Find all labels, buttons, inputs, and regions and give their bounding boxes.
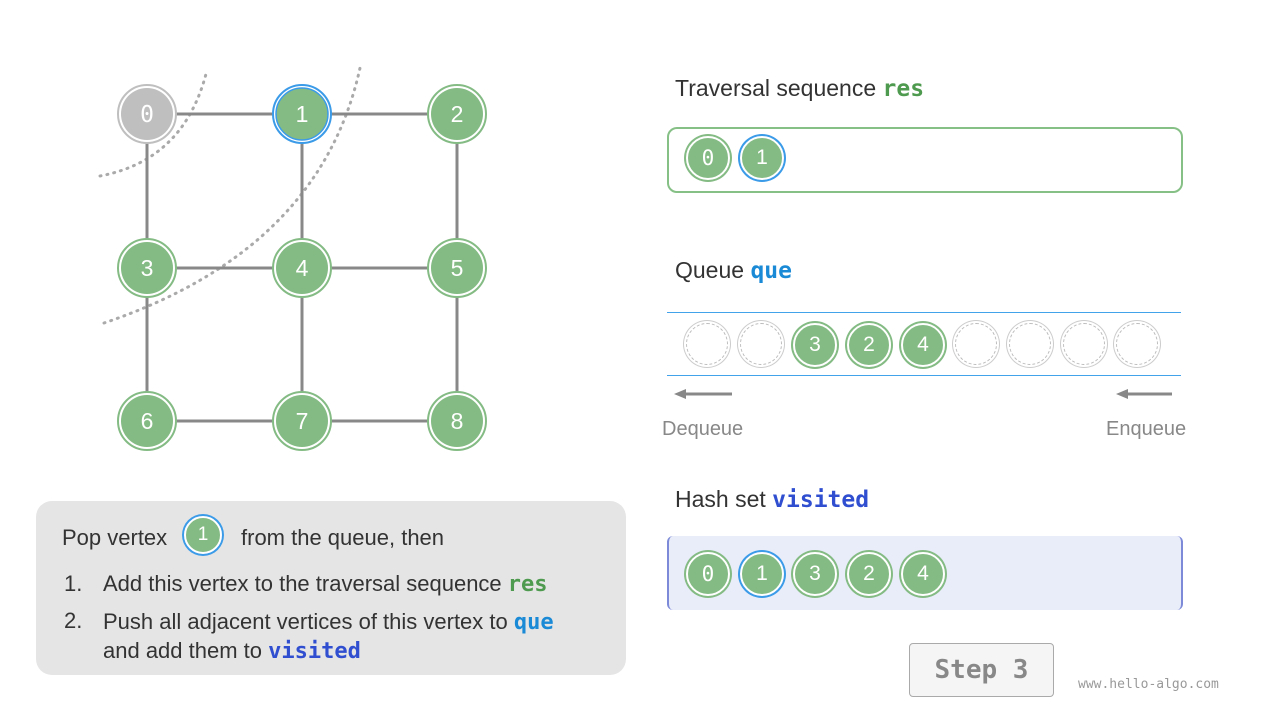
vertex-label: 6 — [141, 408, 154, 434]
visited-item: 1 — [740, 552, 784, 596]
visited-item: 3 — [793, 552, 837, 596]
res-title: Traversal sequence res — [675, 75, 925, 102]
vertex-label: 4 — [296, 255, 309, 281]
visited-item: 4 — [901, 552, 945, 596]
vertex-4: 4 — [272, 238, 332, 298]
graph: 0 1 2 3 4 5 6 7 8 — [98, 66, 487, 451]
caption-item-1: Add this vertex to the traversal sequenc… — [103, 571, 548, 597]
step-num-2: 2. — [64, 608, 83, 633]
vertex-label: 3 — [141, 255, 154, 281]
dequeue-arrow-icon — [674, 389, 732, 399]
caption-box: Pop vertex 1 from the queue, then 1. Add… — [36, 501, 626, 675]
caption-pre: Pop vertex — [62, 525, 168, 550]
queue-top-border — [667, 312, 1181, 313]
queue-title: Queue que — [675, 257, 792, 284]
visited-title: Hash set visited — [675, 486, 870, 513]
caption-item-2: Push all adjacent vertices of this verte… — [103, 609, 554, 664]
queue-arrows — [674, 389, 1172, 399]
enqueue-arrow-icon — [1116, 389, 1172, 399]
enqueue-label: Enqueue — [1106, 418, 1187, 440]
vertex-6: 6 — [117, 391, 177, 451]
queue-empty-slot — [740, 323, 782, 365]
vertex-7: 7 — [272, 391, 332, 451]
caption-vertex: 1 — [184, 516, 222, 554]
caption-post: from the queue, then — [241, 525, 445, 550]
res-item: 1 — [740, 136, 784, 180]
queue-empty-slot — [1063, 323, 1105, 365]
dequeue-label: Dequeue — [662, 418, 744, 440]
vertex-label: 1 — [296, 101, 309, 127]
vertex-label: 7 — [296, 408, 309, 434]
res-item: 0 — [686, 136, 730, 180]
vertex-0: 0 — [117, 84, 177, 144]
queue-empty-slot — [1009, 323, 1051, 365]
queue-item: 4 — [901, 323, 945, 367]
watermark: www.hello-algo.com — [1078, 677, 1219, 692]
vertex-label: 8 — [451, 408, 464, 434]
queue-bottom-border — [667, 375, 1181, 376]
vertex-8: 8 — [427, 391, 487, 451]
vertex-label: 0 — [140, 102, 154, 128]
vertex-3: 3 — [117, 238, 177, 298]
vertex-1: 1 — [272, 84, 332, 144]
vertex-label: 2 — [451, 101, 464, 127]
queue-item: 2 — [847, 323, 891, 367]
step-indicator[interactable]: Step 3 — [909, 643, 1054, 697]
queue-empty-slot — [955, 323, 997, 365]
queue-empty-slot — [686, 323, 728, 365]
frontier-arc-1 — [98, 68, 209, 178]
res-container — [667, 127, 1183, 193]
queue-item: 3 — [793, 323, 837, 367]
visited-item: 2 — [847, 552, 891, 596]
queue-empty-slot — [1116, 323, 1158, 365]
visited-item: 0 — [686, 552, 730, 596]
vertex-2: 2 — [427, 84, 487, 144]
vertex-5: 5 — [427, 238, 487, 298]
step-num-1: 1. — [64, 571, 83, 596]
vertex-label: 5 — [451, 255, 464, 281]
